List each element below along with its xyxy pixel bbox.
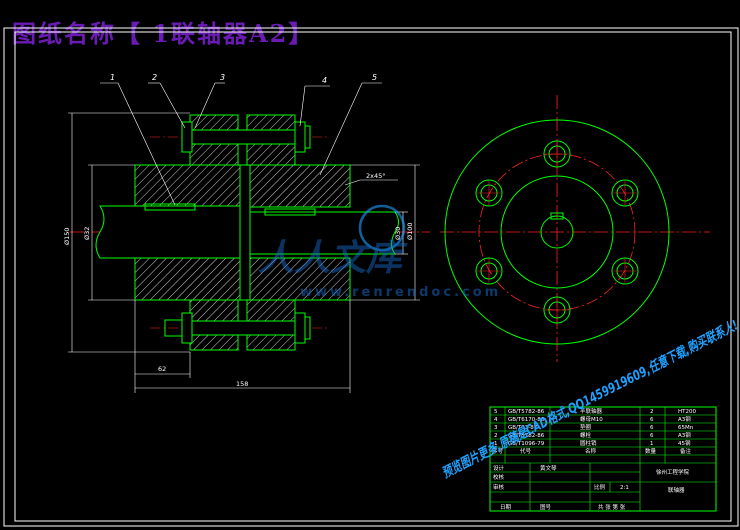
part-row-3-no: 3: [494, 425, 498, 431]
dim-left-bore: Ø32: [83, 227, 91, 240]
parts-header-note: 备注: [680, 447, 692, 455]
watermark-site: www.renrendoc.com: [300, 285, 501, 300]
part-row-1-note: 45钢: [678, 439, 691, 447]
dim-hub-outer: Ø150: [63, 227, 71, 245]
drawing-name: 联轴器: [668, 486, 685, 494]
date-label: 日期: [500, 504, 512, 511]
inner-frame: [14, 31, 732, 522]
scale-value: 2:1: [620, 485, 629, 491]
parts-header-code: 代号: [520, 447, 532, 455]
dim-flange: Ø100: [406, 222, 414, 240]
watermark-brand: 人人文库: [258, 238, 408, 279]
part-row-1-qty: 1: [650, 441, 654, 447]
title-block: 5 GB/T5782-86 半联轴器 2 HT200 4 GB/T6170-86…: [489, 406, 717, 512]
part-row-3-qty: 6: [650, 425, 654, 431]
dim-half-length: 62: [158, 365, 166, 373]
part-row-5-qty: 2: [650, 409, 654, 415]
part-row-1-name: 圆柱销: [580, 439, 597, 447]
part-row-4-qty: 6: [650, 417, 654, 423]
side-view: [440, 95, 710, 362]
part-row-3-code: GB/T93-87: [508, 425, 538, 431]
part-row-1-no: 1: [494, 441, 498, 447]
review-label: 审核: [493, 483, 505, 491]
part-row-5-note: HT200: [678, 409, 696, 415]
parts-header-name: 名称: [585, 447, 597, 455]
part-row-3-name: 垫圈: [580, 423, 592, 431]
part-row-5-no: 5: [494, 409, 498, 415]
section-view: [68, 82, 430, 393]
part-row-5-code: GB/T5782-86: [508, 409, 545, 415]
part-row-2-name: 螺栓: [580, 431, 592, 439]
check-label: 校核: [493, 473, 505, 481]
callout-4: 4: [322, 76, 327, 85]
callout-1: 1: [110, 73, 115, 82]
dim-chamfer: 2x45°: [366, 172, 386, 180]
callout-5: 5: [372, 73, 377, 82]
part-row-2-note: A3钢: [678, 431, 691, 439]
part-row-4-code: GB/T6170-86: [508, 417, 545, 423]
part-row-4-no: 4: [494, 417, 498, 423]
part-row-4-name: 螺母M10: [580, 415, 603, 423]
design-label: 设计: [493, 464, 505, 472]
part-row-3-note: 65Mn: [678, 425, 694, 431]
scale-label: 比例: [594, 483, 606, 491]
school-name: 徐州工程学院: [656, 468, 690, 476]
parts-header-qty: 数量: [645, 447, 657, 455]
part-row-2-no: 2: [494, 433, 498, 439]
part-row-2-code: GB/T5782-86: [508, 433, 545, 439]
part-row-2-qty: 6: [650, 433, 654, 439]
sheet-text: 共 张 第 张: [598, 503, 626, 511]
designer-name: 黄文琴: [540, 464, 557, 472]
watermark: 人人文库 www.renrendoc.com: [258, 204, 501, 300]
part-row-4-note: A3钢: [678, 415, 691, 423]
dim-right-bore: Ø30: [394, 227, 402, 240]
callout-3: 3: [220, 73, 225, 82]
part-row-5-name: 半联轴器: [580, 407, 603, 415]
parts-header-no: 序号: [492, 447, 504, 455]
part-row-1-code: GB/T1096-79: [508, 441, 545, 447]
callout-2: 2: [152, 73, 157, 82]
outer-frame: [3, 27, 739, 527]
drawing-title: 图纸名称【 1联轴器A2】: [12, 19, 315, 48]
dim-total-length: 158: [236, 380, 248, 388]
sheet-label: 图号: [540, 503, 552, 511]
